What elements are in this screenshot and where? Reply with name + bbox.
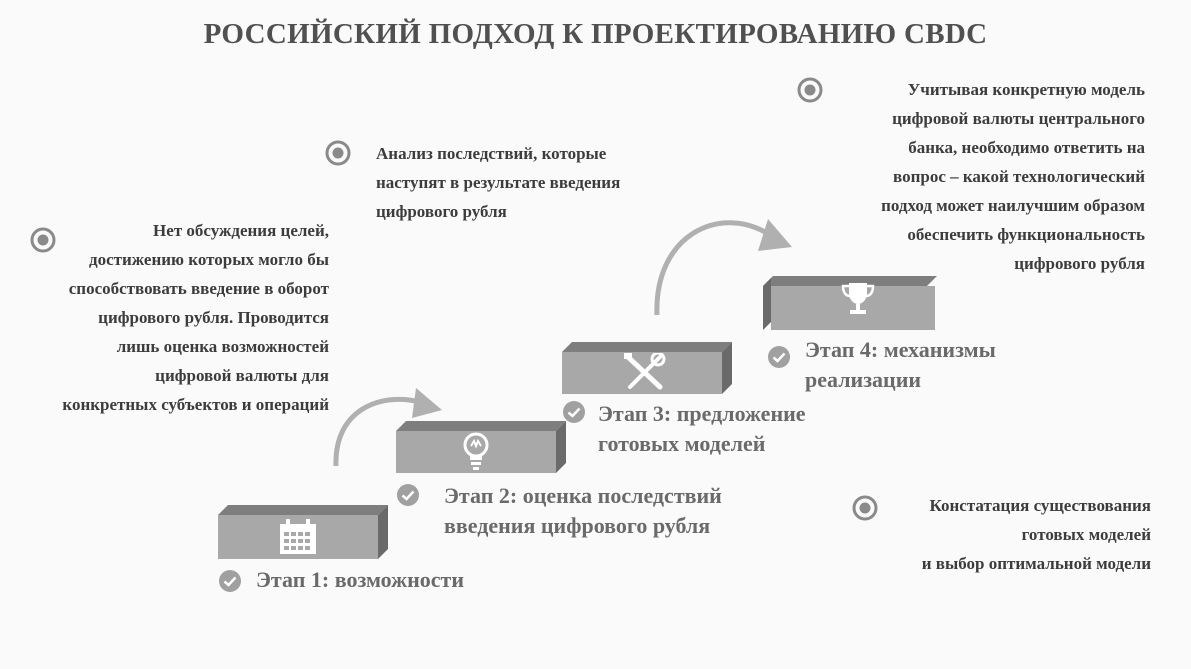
radio-bullet-icon <box>852 495 878 521</box>
checkmark-icon <box>768 346 790 368</box>
note-technology: Учитывая конкретную модель цифровой валю… <box>881 80 1145 273</box>
checkmark-icon <box>219 570 241 592</box>
lightbulb-icon <box>463 432 489 470</box>
curved-arrow-icon <box>654 219 792 316</box>
note-analysis: Анализ последствий, которые наступят в р… <box>376 144 621 221</box>
stage-2-label: Этап 2: оценка последствий введения цифр… <box>444 483 722 538</box>
note-goals: Нет обсуждения целей, достижению которых… <box>62 221 329 414</box>
stage-2-block <box>396 421 566 473</box>
checkmark-icon <box>563 401 585 423</box>
stage-3-label: Этап 3: предложение готовых моделей <box>598 401 806 456</box>
calendar-icon <box>280 519 316 554</box>
page-title: РОССИЙСКИЙ ПОДХОД К ПРОЕКТИРОВАНИЮ CBDC <box>203 18 988 50</box>
radio-bullet-icon <box>30 227 56 253</box>
tools-icon <box>624 353 666 390</box>
curved-arrow-icon <box>333 388 442 467</box>
note-statement: Констатация существования готовых моделе… <box>921 496 1151 573</box>
stage-4-label: Этап 4: механизмы реализации <box>805 337 996 392</box>
radio-bullet-icon <box>797 77 823 103</box>
radio-bullet-icon <box>325 140 351 166</box>
checkmark-icon <box>397 484 419 506</box>
trophy-icon <box>841 283 875 314</box>
stage-1-label: Этап 1: возможности <box>256 567 464 592</box>
